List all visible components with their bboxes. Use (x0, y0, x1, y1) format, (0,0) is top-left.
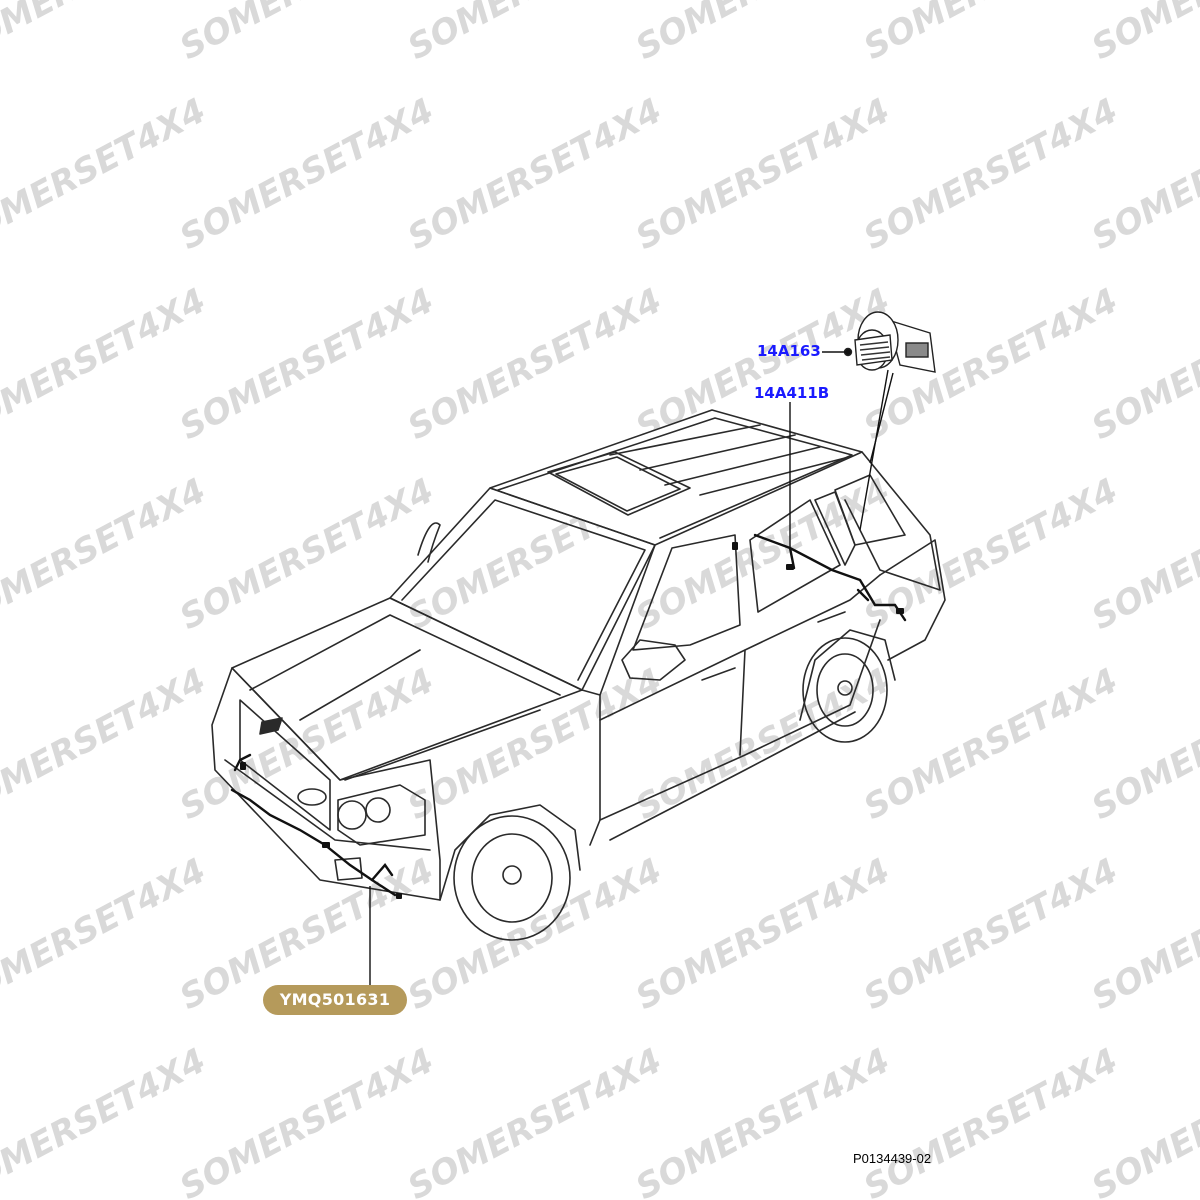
figure-reference: P0134439-02 (853, 1151, 932, 1166)
callout-14a163[interactable]: 14A163 (757, 342, 821, 360)
leader-lines (369, 351, 894, 985)
watermark-text: SOMERSET4X4 (1085, 0, 1200, 68)
vehicle-illustration (211, 409, 946, 941)
watermark-text: SOMERSET4X4 (173, 471, 440, 638)
watermark-text: SOMERSET4X4 (629, 851, 896, 1018)
watermark-text: SOMERSET4X4 (857, 851, 1124, 1018)
watermark-text: SOMERSET4X4 (629, 91, 896, 258)
watermark-text: SOMERSET4X4 (629, 1041, 896, 1200)
watermark-text: SOMERSET4X4 (401, 0, 668, 68)
grommet-connector-icon (843, 311, 936, 373)
watermark-text: SOMERSET4X4 (173, 91, 440, 258)
callout-14a411b[interactable]: 14A411B (754, 384, 830, 402)
harness-clips (240, 542, 904, 899)
watermark-text: SOMERSET4X4 (857, 91, 1124, 258)
part-number-badge[interactable]: YMQ501631 (263, 985, 407, 1015)
watermark-text: SOMERSET4X4 (629, 0, 896, 68)
watermark-text: SOMERSET4X4 (173, 281, 440, 448)
watermark-text: SOMERSET4X4 (173, 0, 440, 68)
watermark-text: SOMERSET4X4 (173, 1041, 440, 1200)
watermark-text: SOMERSET4X4 (401, 281, 668, 448)
watermark-text: SOMERSET4X4 (401, 661, 668, 828)
watermark-text: SOMERSET4X4 (857, 661, 1124, 828)
watermark-text: SOMERSET4X4 (857, 1041, 1124, 1200)
watermark-text: SOMERSET4X4 (857, 0, 1124, 68)
watermark-text: SOMERSET4X4 (857, 281, 1124, 448)
watermark-text: SOMERSET4X4 (401, 1041, 668, 1200)
watermark-text: SOMERSET4X4 (401, 91, 668, 258)
